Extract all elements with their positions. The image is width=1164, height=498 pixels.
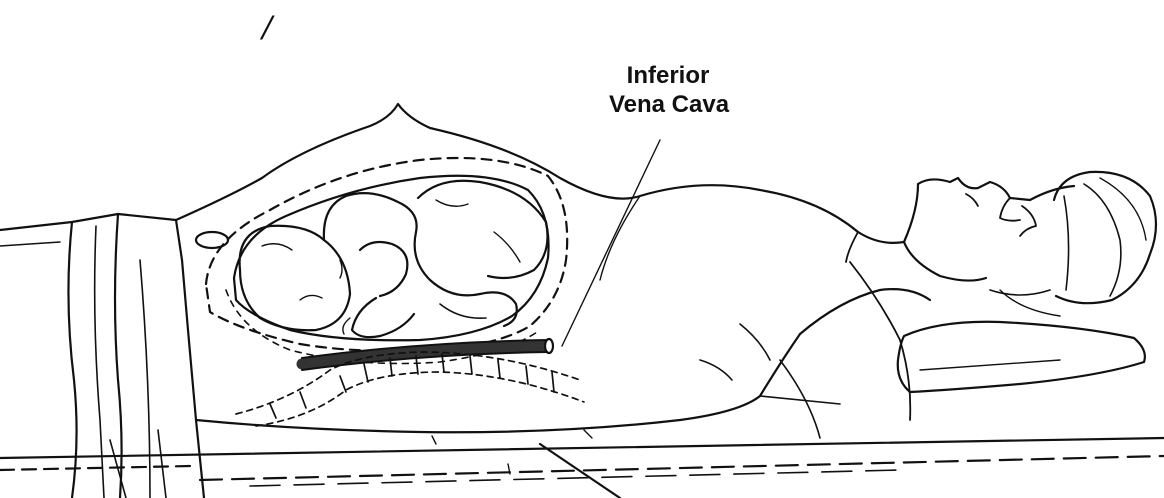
arm xyxy=(780,262,930,438)
fetus xyxy=(240,181,548,337)
pillow xyxy=(898,322,1145,392)
spine xyxy=(236,352,584,426)
uterus xyxy=(196,158,567,364)
detail-marks xyxy=(432,430,592,474)
head-cap xyxy=(990,172,1156,316)
ivc-label-line2: Vena Cava xyxy=(600,91,738,119)
table xyxy=(0,438,1164,498)
label-leader-line xyxy=(562,140,660,346)
ivc-label-line1: Inferior xyxy=(612,62,724,90)
